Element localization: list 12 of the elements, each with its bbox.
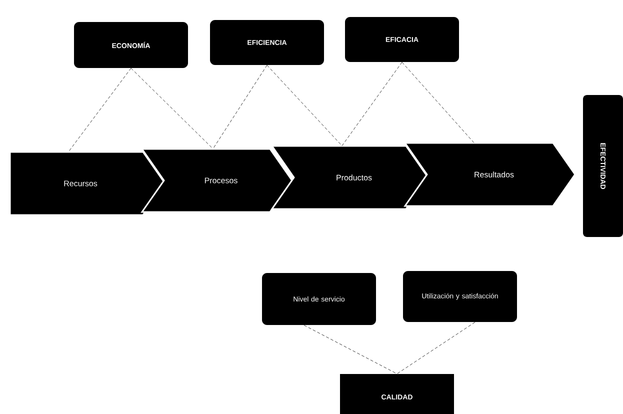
connector-line xyxy=(396,322,476,374)
connector-line xyxy=(304,324,398,374)
process-step: Resultados xyxy=(404,142,576,207)
connector-line xyxy=(342,62,402,146)
process-step: Recursos xyxy=(9,151,166,216)
connector-line xyxy=(402,62,474,143)
connector-line xyxy=(266,65,342,146)
connector-line xyxy=(212,65,268,149)
connector-line xyxy=(68,68,132,152)
process-step: Productos xyxy=(270,145,429,210)
process-step: Procesos xyxy=(140,148,293,213)
connector-line xyxy=(130,68,214,149)
